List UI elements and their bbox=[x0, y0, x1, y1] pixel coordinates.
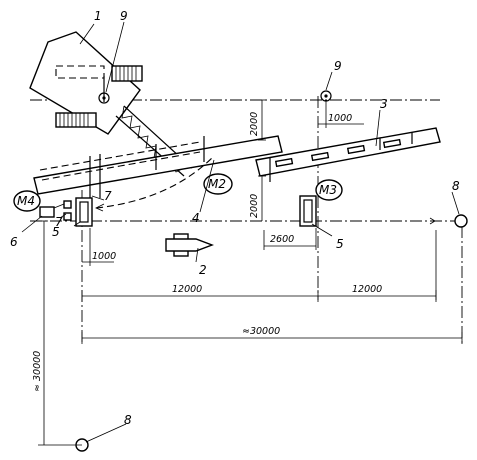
conveyor-left-dashed-mid bbox=[41, 151, 201, 181]
conveyor-slot-2 bbox=[310, 151, 330, 162]
dim-12000-right-label: 12000 bbox=[352, 284, 382, 295]
dim-30000-horizontal: ≈30000 bbox=[81, 326, 463, 344]
conveyor-slot-4 bbox=[382, 138, 402, 149]
device-7a bbox=[63, 200, 72, 209]
station-9-left bbox=[98, 92, 110, 104]
label-m4: M4 bbox=[17, 194, 35, 208]
dim-30000-horizontal-label: ≈30000 bbox=[242, 326, 280, 337]
dim-1000-top: 1000 bbox=[318, 100, 364, 128]
cab-inner-dashed bbox=[55, 65, 105, 79]
label-9-left: 9 bbox=[120, 9, 128, 23]
label-7-upper: 7 bbox=[104, 189, 112, 203]
station-9-right bbox=[320, 90, 332, 102]
dim-2000-top-label: 2000 bbox=[249, 112, 260, 136]
label-m3: M3 bbox=[319, 183, 337, 197]
vehicle-2 bbox=[165, 233, 214, 257]
motor-m2-circle bbox=[203, 173, 233, 195]
vehicle-body bbox=[165, 238, 214, 252]
motor-m3-circle bbox=[315, 179, 343, 201]
dim-1000-low: 1000 bbox=[82, 228, 116, 266]
dim-2600: 2600 bbox=[263, 228, 317, 250]
dim-30000-vertical: ≈ 30000 bbox=[32, 220, 82, 446]
dim-2000-mid-label: 2000 bbox=[249, 194, 260, 218]
label-4: 4 bbox=[192, 211, 200, 225]
dim-2000-mid: 2000 bbox=[249, 175, 266, 221]
dim-2600-label: 2600 bbox=[270, 234, 294, 245]
label-6: 6 bbox=[10, 235, 18, 249]
label-7-lower: 7 bbox=[55, 215, 63, 229]
dim-12000-chain: 12000 12000 bbox=[81, 230, 437, 302]
label-5-left: 5 bbox=[52, 225, 60, 239]
motor-m4-circle bbox=[13, 190, 41, 212]
crane-cab bbox=[29, 31, 141, 135]
dim-12000-left-label: 12000 bbox=[172, 284, 202, 295]
conveyor-right bbox=[255, 127, 441, 182]
swing-arc bbox=[95, 155, 215, 209]
device-6 bbox=[39, 206, 55, 218]
break-mark bbox=[429, 217, 436, 225]
swing-arc-arrow bbox=[95, 203, 105, 212]
dim-30000-vertical-label: ≈ 30000 bbox=[32, 351, 43, 392]
label-2: 2 bbox=[199, 263, 207, 277]
support-right bbox=[299, 195, 317, 227]
label-8-right: 8 bbox=[452, 179, 460, 193]
dim-1000-top-label: 1000 bbox=[328, 113, 352, 124]
leader-lines bbox=[21, 21, 460, 443]
conveyor-left-body bbox=[33, 135, 283, 195]
device-7b bbox=[63, 212, 72, 221]
label-5-right: 5 bbox=[336, 237, 344, 251]
support-right-inner bbox=[303, 199, 313, 223]
support-left-inner bbox=[79, 201, 89, 223]
point-8-right bbox=[429, 214, 468, 228]
conveyor-left bbox=[33, 135, 283, 212]
conveyor-slot-3 bbox=[346, 144, 366, 155]
support-left bbox=[39, 197, 93, 227]
label-9-right: 9 bbox=[334, 59, 342, 73]
conveyor-slot-1 bbox=[274, 157, 294, 168]
counterweight-upper bbox=[111, 65, 143, 82]
crane-mechanism bbox=[29, 31, 205, 177]
dim-2000-top: 2000 bbox=[249, 99, 266, 141]
label-m2: M2 bbox=[208, 177, 226, 191]
label-3: 3 bbox=[380, 97, 388, 111]
label-8-bottom: 8 bbox=[124, 413, 132, 427]
label-1: 1 bbox=[94, 9, 102, 23]
dim-1000-low-label: 1000 bbox=[92, 251, 116, 262]
conveyor-left-dashed-top bbox=[39, 141, 201, 171]
